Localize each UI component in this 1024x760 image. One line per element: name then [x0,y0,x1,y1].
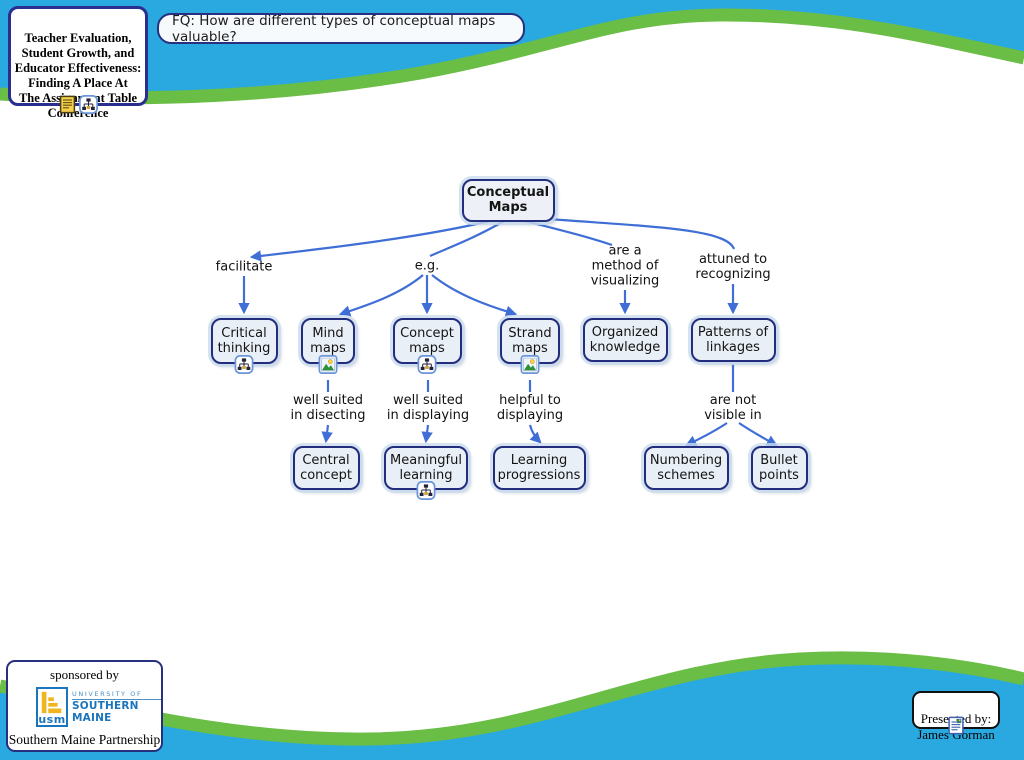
concept-node-concept-maps[interactable]: Concept maps [392,318,462,374]
connector-eg-to-strand-maps[interactable] [431,274,518,317]
concept-label-concept-maps: Concept maps [400,326,454,356]
title-resource-icons[interactable] [58,95,98,114]
concept-node-numbering-schemes[interactable]: Numbering schemes [643,446,729,490]
linking-phrase-facilitate[interactable]: facilitate [215,259,273,275]
concept-label-mind-maps: Mind maps [310,326,346,356]
cmap-icon [416,481,436,500]
presentation-title-box[interactable]: Teacher Evaluation, Student Growth, and … [8,6,148,120]
connector-are-not-visible-to-numbering-schemes[interactable] [684,422,728,447]
concept-label-organized-knowledge: Organized knowledge [589,325,661,355]
connector-are-not-visible-to-bullet-points[interactable] [738,422,779,447]
document-image-icon [948,716,964,735]
southern-maine-label: SOUTHERN MAINE [72,700,139,724]
connector-root-to-facilitate[interactable] [249,218,495,262]
image-icon-button[interactable] [318,355,338,374]
connector-root-to-eg[interactable] [429,220,505,258]
concept-node-bullet-points[interactable]: Bullet points [750,446,808,490]
concept-node-conceptual-maps[interactable]: Conceptual Maps [461,178,555,222]
usm-sail-icon [41,691,62,714]
concept-node-learning-progressions[interactable]: Learning progressions [492,446,586,490]
cmap-icon-button[interactable] [416,481,436,500]
linking-phrase-method-of-visualizing[interactable]: are a method of visualizing [590,243,660,289]
concept-node-critical-thinking[interactable]: Critical thinking [210,318,278,374]
presented-by-box[interactable]: Presented by: James Gorman [912,691,1000,742]
concept-node-mind-maps[interactable]: Mind maps [301,318,355,374]
concept-node-meaningful-learning[interactable]: Meaningful learning [384,446,468,500]
connector-helpful-displaying-to-learning-progressions[interactable] [528,424,542,444]
partnership-label: Southern Maine Partnership [8,732,161,747]
concept-node-central-concept[interactable]: Central concept [292,446,360,490]
cmap-icon-button[interactable] [234,355,254,374]
concept-label-numbering-schemes: Numbering schemes [649,453,723,483]
cmap-icon [417,355,437,374]
top-wave [0,8,1024,105]
image-icon [520,355,540,374]
concept-label-learning-progressions: Learning progressions [497,453,581,483]
linking-phrase-are-not-visible[interactable]: are not visible in [704,393,762,423]
concept-label-patterns-of-linkages: Patterns of linkages [697,325,769,355]
linking-phrase-eg[interactable]: e.g. [414,258,440,274]
linking-phrase-helpful-displaying[interactable]: helpful to displaying [496,393,564,423]
cmap-icon-button[interactable] [417,355,437,374]
document-icon [59,95,76,114]
university-of-label: UNIVERSITY OF [72,690,161,700]
concept-label-central-concept: Central concept [300,453,352,483]
document-image-icon-button[interactable] [947,716,966,738]
concept-label-meaningful-learning: Meaningful learning [390,453,462,483]
image-icon [318,355,338,374]
focus-question-box[interactable]: FQ: How are different types of conceptua… [157,12,525,45]
connector-root-to-attuned[interactable] [535,216,736,250]
cmap-icon-button[interactable] [79,95,98,114]
linking-phrase-well-suited-disecting[interactable]: well suited in disecting [290,393,366,423]
usm-logo-text: usm [38,713,66,726]
document-icon-button[interactable] [58,95,77,114]
usm-logo: usm UNIVERSITY OF SOUTHERN MAINE [36,687,161,727]
concept-node-patterns-of-linkages[interactable]: Patterns of linkages [690,318,776,362]
connector-well-suited-displaying-to-meaningful-learning[interactable] [421,424,433,444]
concept-node-strand-maps[interactable]: Strand maps [500,318,560,374]
presented-resource-icon[interactable] [947,716,966,739]
concept-label-strand-maps: Strand maps [508,326,552,356]
cmap-icon [234,355,254,374]
sponsored-by-label: sponsored by [50,667,119,682]
concept-label-bullet-points: Bullet points [759,453,799,483]
concept-label-conceptual-maps: Conceptual Maps [466,185,550,215]
connector-eg-to-mind-maps[interactable] [338,274,424,317]
concept-label-critical-thinking: Critical thinking [217,326,271,356]
image-icon-button[interactable] [520,355,540,374]
focus-question: FQ: How are different types of conceptua… [172,12,496,45]
usm-logo-mark: usm [36,687,68,727]
linking-phrase-well-suited-displaying[interactable]: well suited in displaying [386,393,470,423]
cmap-icon [79,95,98,114]
sponsor-box[interactable]: sponsored by usm UNIVERSITY OF SOUTHERN … [6,660,163,752]
concept-node-organized-knowledge[interactable]: Organized knowledge [582,318,668,362]
connector-well-suited-disecting-to-central-concept[interactable] [321,424,333,444]
linking-phrase-attuned-to-recognizing[interactable]: attuned to recognizing [695,252,771,282]
presentation-title: Teacher Evaluation, Student Growth, and … [14,31,142,120]
connector-root-to-method[interactable] [520,218,613,247]
